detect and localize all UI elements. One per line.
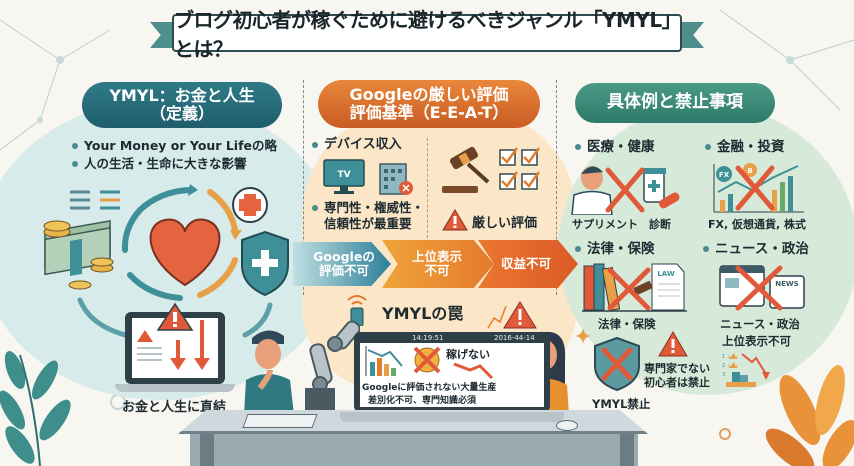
desk-front xyxy=(190,434,638,466)
category-caption: サプリメント 診断 xyxy=(572,218,671,231)
plant-decoration xyxy=(0,351,71,466)
finance-crossed-icon: FX B xyxy=(713,163,804,213)
right-header: 具体例と禁止事項 xyxy=(575,83,775,123)
mouse-icon xyxy=(556,420,578,431)
category-finance: 金融・投資 xyxy=(705,138,785,156)
svg-text:3: 3 xyxy=(722,372,725,378)
flow-step-2: 上位表示不可 xyxy=(382,240,494,288)
left-bullets: Your Money or Your Lifeの略 人の生活・生命に大きな影響 xyxy=(72,137,277,173)
robot-arm-illustration xyxy=(305,320,360,410)
middle-header: Googleの厳しい評価 評価基準（E-E-A-T） xyxy=(318,80,540,128)
person-thinking-man xyxy=(244,330,294,415)
warning-line: 専門家でない xyxy=(644,362,710,375)
category-title: ニュース・政治 xyxy=(703,240,809,258)
left-header-line2: （定義） xyxy=(149,104,214,123)
tv-building-icons: TV xyxy=(323,159,413,195)
divider xyxy=(303,80,304,295)
middle-bullet-1: デバイス収入 xyxy=(312,136,402,154)
bullet-item: Your Money or Your Lifeの略 xyxy=(72,137,277,155)
desk-leg xyxy=(620,434,634,466)
cannot-earn-label: 稼げない xyxy=(446,348,490,361)
warning-spark-icons xyxy=(487,301,537,329)
category-medical: 医療・健康 xyxy=(575,138,655,156)
tv-label: TV xyxy=(337,170,350,180)
fx-label: FX xyxy=(719,171,730,179)
warning-arrows-illustration xyxy=(137,302,210,370)
medical-crossed-icon xyxy=(571,166,680,215)
category-caption: ニュース・政治 xyxy=(720,317,800,331)
divider xyxy=(427,138,428,238)
bullet-item: 人の生活・生命に大きな影響 xyxy=(72,155,277,173)
building-icon xyxy=(379,163,413,195)
law-crossed-icon: LAW xyxy=(582,263,687,312)
divider xyxy=(556,80,557,295)
category-title: 医療・健康 xyxy=(575,138,655,156)
sparkle-icon xyxy=(575,328,591,344)
ymyl-ban-label: YMYL禁止 xyxy=(592,397,651,411)
gavel-checklist-icons xyxy=(442,146,541,193)
laptop-line1: Googleに評価されない大量生産 xyxy=(362,383,497,393)
gavel-icon xyxy=(442,146,490,193)
laptop-base xyxy=(115,384,235,392)
bullet-text: 信頼性が最重要 xyxy=(324,216,412,231)
ranking-down-icon: 1 2 3 xyxy=(722,353,770,387)
flow-step-1: Googleの評価不可 xyxy=(293,242,391,286)
warning-line: 初心者は禁止 xyxy=(644,376,710,389)
middle-bullet-2: 専門性・権威性・ 信頼性が最重要 xyxy=(312,200,424,232)
laptop-time: 14:19:51 xyxy=(412,334,444,342)
warning-icon xyxy=(442,209,468,231)
middle-header-line1: Googleの厳しい評価 xyxy=(349,84,509,104)
laptop-date: 2016-44-14 xyxy=(494,334,535,342)
middle-header-line2: 評価基準（E-E-A-T） xyxy=(349,103,509,122)
laptop-line2: 差別化不可、専門知識必須 xyxy=(368,396,477,406)
strict-evaluation-label: 厳しい評価 xyxy=(472,216,538,231)
ymyl-ban-shield-icon xyxy=(594,336,640,391)
heart-icon xyxy=(149,218,221,287)
category-news: ニュース・政治 xyxy=(703,240,809,258)
desk-leg xyxy=(200,434,214,466)
beginner-warning: 専門家でない 初心者は禁止 xyxy=(644,362,710,390)
left-header: YMYL：お金と人生 （定義） xyxy=(82,82,282,128)
category-caption: FX, 仮想通貨, 株式 xyxy=(708,218,807,231)
news-crossed-icon: NEWS xyxy=(719,265,805,311)
trap-label: YMYLの罠 xyxy=(382,304,464,323)
bullet-text: 専門性・権威性・ xyxy=(324,200,425,215)
flow-text: 収益不可 xyxy=(500,255,551,271)
medical-cross-icon xyxy=(232,187,268,223)
laptop-keyboard xyxy=(340,412,564,422)
notepad-icon xyxy=(242,414,318,428)
category-caption: 法律・保険 xyxy=(598,317,656,331)
bullet-item: デバイス収入 xyxy=(312,136,402,154)
ymyl-cycle-illustration xyxy=(43,184,289,338)
news-label: NEWS xyxy=(775,280,798,288)
svg-text:1: 1 xyxy=(722,354,725,360)
flow-text: 上位表示 xyxy=(411,248,462,264)
left-caption: お金と人生に直結 xyxy=(122,400,227,415)
btc-label: B xyxy=(747,167,752,175)
ranking-label: 上位表示不可 xyxy=(722,334,791,348)
category-law: 法律・保険 xyxy=(575,240,655,258)
flow-text: 評価不可 xyxy=(318,263,369,278)
tv-icon xyxy=(323,159,365,194)
category-title: 金融・投資 xyxy=(705,138,785,156)
flow-text: 不可 xyxy=(424,263,450,278)
svg-text:2: 2 xyxy=(722,363,725,369)
money-stack-icon xyxy=(43,220,114,290)
declining-chart-icons xyxy=(365,346,494,380)
shield-plus-icon xyxy=(241,230,289,297)
warning-icon xyxy=(658,331,688,357)
coin-crossed-icon xyxy=(413,346,441,374)
flow-step-3: 収益不可 xyxy=(478,240,578,288)
left-header-line1: YMYL：お金と人生 xyxy=(109,85,255,105)
category-title: 法律・保険 xyxy=(575,240,655,258)
leaves-decoration xyxy=(765,365,854,466)
checkbox-icons xyxy=(499,149,538,190)
law-label: LAW xyxy=(657,270,675,278)
page-title: ブログ初心者が稼ぐために避けるべきジャンル「YMYL」とは？ xyxy=(172,8,682,61)
flow-text: Googleの xyxy=(313,248,375,264)
